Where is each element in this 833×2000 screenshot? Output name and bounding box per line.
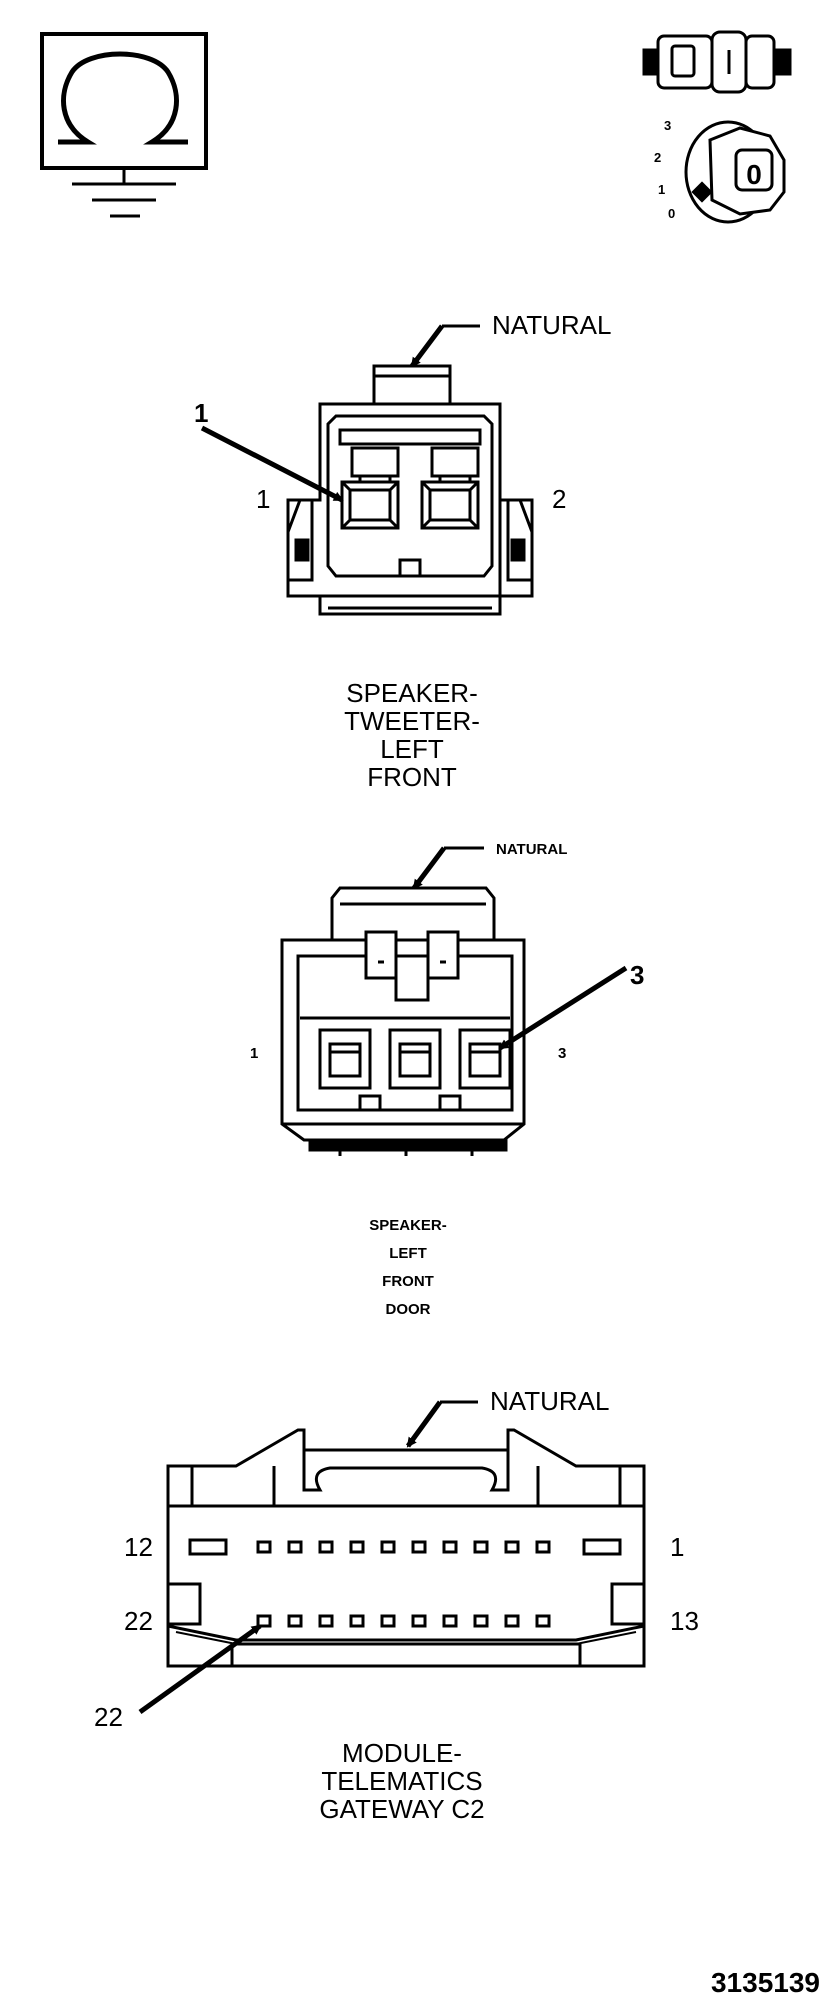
connector-2-pin-right: 3: [558, 1045, 566, 1062]
connector-2-name-line: LEFT: [389, 1245, 427, 1262]
connector-2-name: SPEAKER- LEFT FRONT DOOR: [369, 1217, 447, 1318]
connector-3-callout: 22: [94, 1702, 123, 1732]
connector-1-name: SPEAKER- TWEETER- LEFT FRONT: [344, 678, 480, 792]
connector-2-callout: 3: [630, 960, 644, 990]
connector-2-pin-left: 1: [250, 1045, 258, 1062]
ignition-switch-icon: 0 3 2 1 0: [642, 30, 792, 224]
connector-1-name-line: SPEAKER-: [346, 678, 478, 708]
ignition-position-3: 3: [664, 118, 671, 133]
connector-1-name-line: TWEETER-: [344, 706, 480, 736]
connector-2-color-label: NATURAL: [496, 841, 567, 858]
connector-3-pin-bottom-left: 22: [124, 1606, 153, 1636]
connector-3-name-line: GATEWAY C2: [319, 1794, 484, 1824]
connector-2-name-line: DOOR: [386, 1301, 431, 1318]
connector-3-pin-top-left: 12: [124, 1532, 153, 1562]
connector-3-color-label: NATURAL: [490, 1386, 609, 1416]
ohm-ground-icon: [40, 32, 208, 218]
connector-1-name-line: FRONT: [367, 762, 457, 792]
connector-1-pin-right: 2: [552, 484, 566, 514]
telematics-connector: NATURAL: [94, 1386, 699, 1824]
ignition-position-1: 1: [658, 182, 665, 197]
connector-1-name-line: LEFT: [380, 734, 444, 764]
connector-3-name-line: MODULE-: [342, 1738, 462, 1768]
ignition-position-0: 0: [668, 206, 675, 221]
connector-3-name-line: TELEMATICS: [321, 1766, 482, 1796]
connector-3-pin-top-right: 1: [670, 1532, 684, 1562]
connector-2-name-line: SPEAKER-: [369, 1217, 447, 1234]
key-position-label: 0: [746, 159, 762, 190]
connector-1-color-label: NATURAL: [492, 310, 611, 340]
connector-1-pin-left: 1: [256, 484, 270, 514]
figure-number: 3135139: [711, 1967, 820, 1998]
connector-3-name: MODULE- TELEMATICS GATEWAY C2: [319, 1738, 484, 1824]
tweeter-connector: NATURAL: [194, 310, 611, 792]
door-speaker-connector: NATURAL: [250, 841, 644, 1318]
connector-1-callout: 1: [194, 398, 208, 428]
ignition-position-2: 2: [654, 150, 661, 165]
connector-3-pin-bottom-right: 13: [670, 1606, 699, 1636]
connector-2-name-line: FRONT: [382, 1273, 434, 1290]
